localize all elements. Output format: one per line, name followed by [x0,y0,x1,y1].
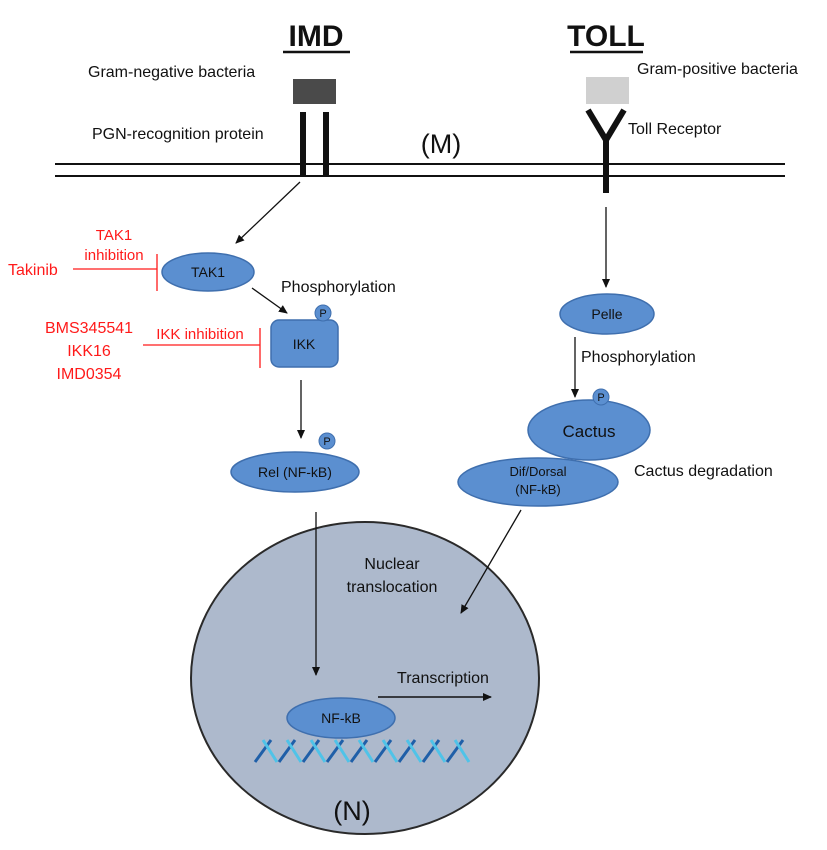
rel-node [230,451,360,493]
rel-phospho-label: P [323,436,330,448]
dna-helix [253,739,471,763]
dna-strand-dark [445,739,465,763]
membrane-label: (M) [421,129,461,159]
dna-strand-light [357,739,375,763]
ikk-label: IKK [293,336,316,352]
cactus-label: Cactus [563,422,616,441]
tak1-label: TAK1 [191,264,225,280]
gram-negative-bacteria-block [293,79,336,104]
imd-title: IMD [289,20,344,53]
dif-dorsal-label-line2: (NF-kB) [515,482,561,497]
nucleus-label: (N) [333,796,370,826]
dna-strand-dark [301,739,321,763]
rel-label: Rel (NF-kB) [258,464,332,480]
dna-strand-dark [253,739,273,763]
cactus-phospho-label: P [597,392,604,404]
dna-strand-light [405,739,423,763]
dna-strand-light [453,739,471,763]
ikk-inhibition-label: IKK inhibition [156,326,244,343]
cactus-degradation-label: Cactus degradation [634,463,773,480]
toll-receptor-label: Toll Receptor [628,121,722,138]
dna-strand-dark [421,739,441,763]
ikk16-label: IKK16 [67,343,111,360]
gram-negative-label: Gram-negative bacteria [88,64,255,81]
tak1-inhibition-label-line2: inhibition [84,247,143,264]
dna-strand-dark [277,739,297,763]
imd-phosphorylation-label: Phosphorylation [281,279,396,296]
arrow-tak1-to-ikk [251,287,288,314]
dna-strand-light [261,739,279,763]
cactus-node [527,399,651,461]
dna-strand-light [309,739,327,763]
dna-strand-light [285,739,303,763]
dna-strand-dark [397,739,417,763]
dif-dorsal-label-line1: Dif/Dorsal [509,464,566,479]
dna-strand-light [429,739,447,763]
ikk-phospho-label: P [319,308,326,320]
toll-title: TOLL [567,20,645,53]
gram-positive-label: Gram-positive bacteria [637,61,798,78]
dif-dorsal-node [457,457,619,507]
arrow-pgn-to-tak1 [235,181,301,244]
toll-phosphorylation-label: Phosphorylation [581,349,696,366]
cactus-phospho-circle [592,388,610,406]
bms345541-label: BMS345541 [45,320,133,337]
dna-strand-dark [325,739,345,763]
tak1-node [161,252,255,292]
ikk-phospho-circle [314,304,332,322]
transcription-label: Transcription [397,670,489,687]
ikk-node [270,319,339,368]
dna-strand-light [381,739,399,763]
imd0354-label: IMD0354 [57,366,122,383]
nfkb-label: NF-kB [321,710,361,726]
nuclear-translocation-label-line1: Nuclear [364,556,420,573]
arrow-dif-to-nucleus [460,509,522,614]
nuclear-translocation-label-line2: translocation [347,579,438,596]
dna-strand-dark [373,739,393,763]
pgn-protein-label: PGN-recognition protein [92,126,264,143]
takinib-label: Takinib [8,262,58,279]
tak1-inhibition-label-line1: TAK1 [96,227,132,244]
dna-strand-light [333,739,351,763]
nfkb-node [286,697,396,739]
pelle-label: Pelle [591,306,622,322]
dna-strand-dark [349,739,369,763]
gram-positive-bacteria-block [586,77,629,104]
toll-receptor [585,108,627,193]
pelle-node [559,293,655,335]
rel-phospho-circle [318,432,336,450]
